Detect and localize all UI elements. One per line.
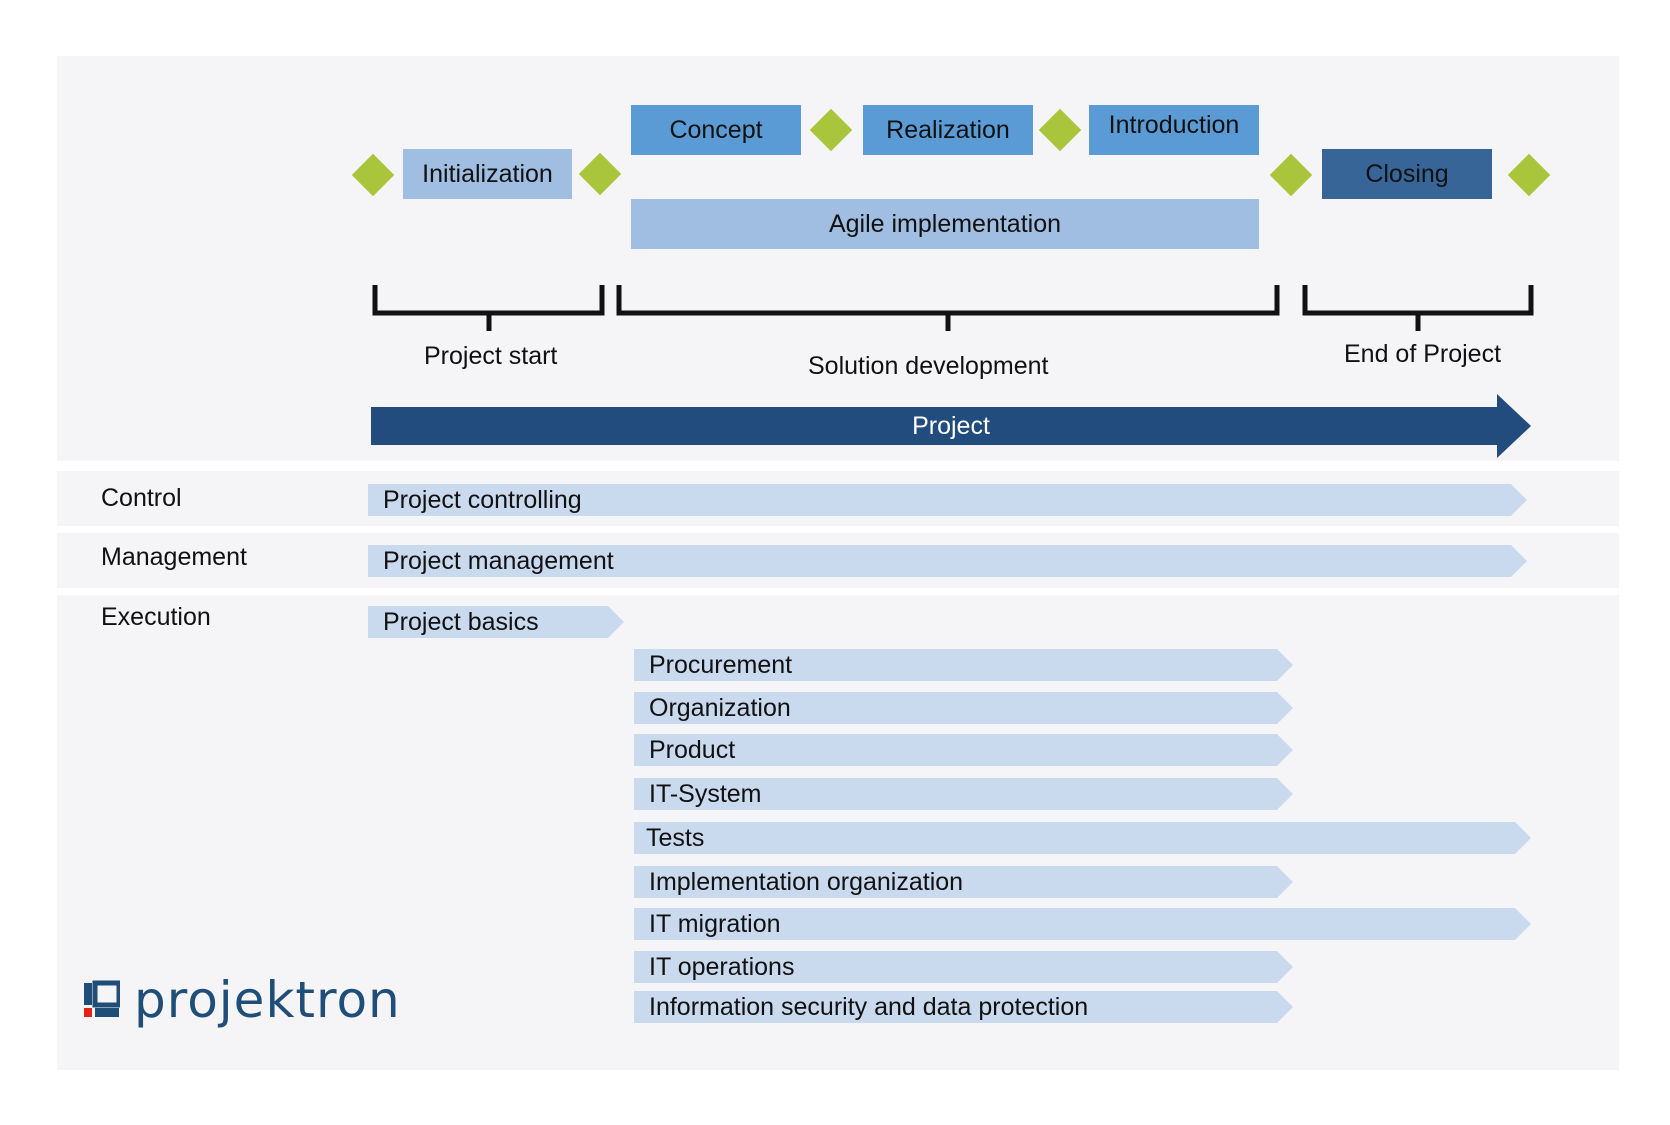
bracket-project-start [372,285,605,331]
projektron-logo-text: projektron [134,971,401,1029]
bar-organization: Organization [634,692,1293,724]
bar-project-basics: Project basics [368,606,624,638]
stage-solution-development: Solution development [808,352,1049,380]
lane-label-execution: Execution [101,603,211,631]
bar-information-security: Information security and data protection [634,991,1293,1023]
phase-agile-implementation: Agile implementation [631,199,1259,249]
phase-closing: Closing [1322,149,1492,199]
bar-it-migration: IT migration [634,908,1531,940]
bar-procurement: Procurement [634,649,1293,681]
bar-it-operations: IT operations [634,951,1293,983]
phase-introduction: Introduction [1089,105,1259,155]
bar-tests: Tests [634,822,1531,854]
lane-label-control: Control [101,484,182,512]
bracket-end-of-project [1302,285,1534,331]
bar-project-management: Project management [368,545,1527,577]
bar-it-system: IT-System [634,778,1293,810]
projektron-logo: projektron [84,975,401,1025]
phase-concept: Concept [631,105,801,155]
projektron-logo-icon [84,980,120,1017]
phase-initialization: Initialization [403,149,572,199]
stage-end-of-project: End of Project [1344,340,1502,368]
stage-project-start: Project start [424,342,558,370]
bar-product: Product [634,734,1293,766]
bar-implementation-organization: Implementation organization [634,866,1293,898]
lane-label-management: Management [101,543,247,571]
bar-project-controlling: Project controlling [368,484,1527,516]
project-arrow-label: Project [912,411,990,440]
bracket-solution-development [616,285,1280,331]
phase-realization: Realization [863,105,1033,155]
